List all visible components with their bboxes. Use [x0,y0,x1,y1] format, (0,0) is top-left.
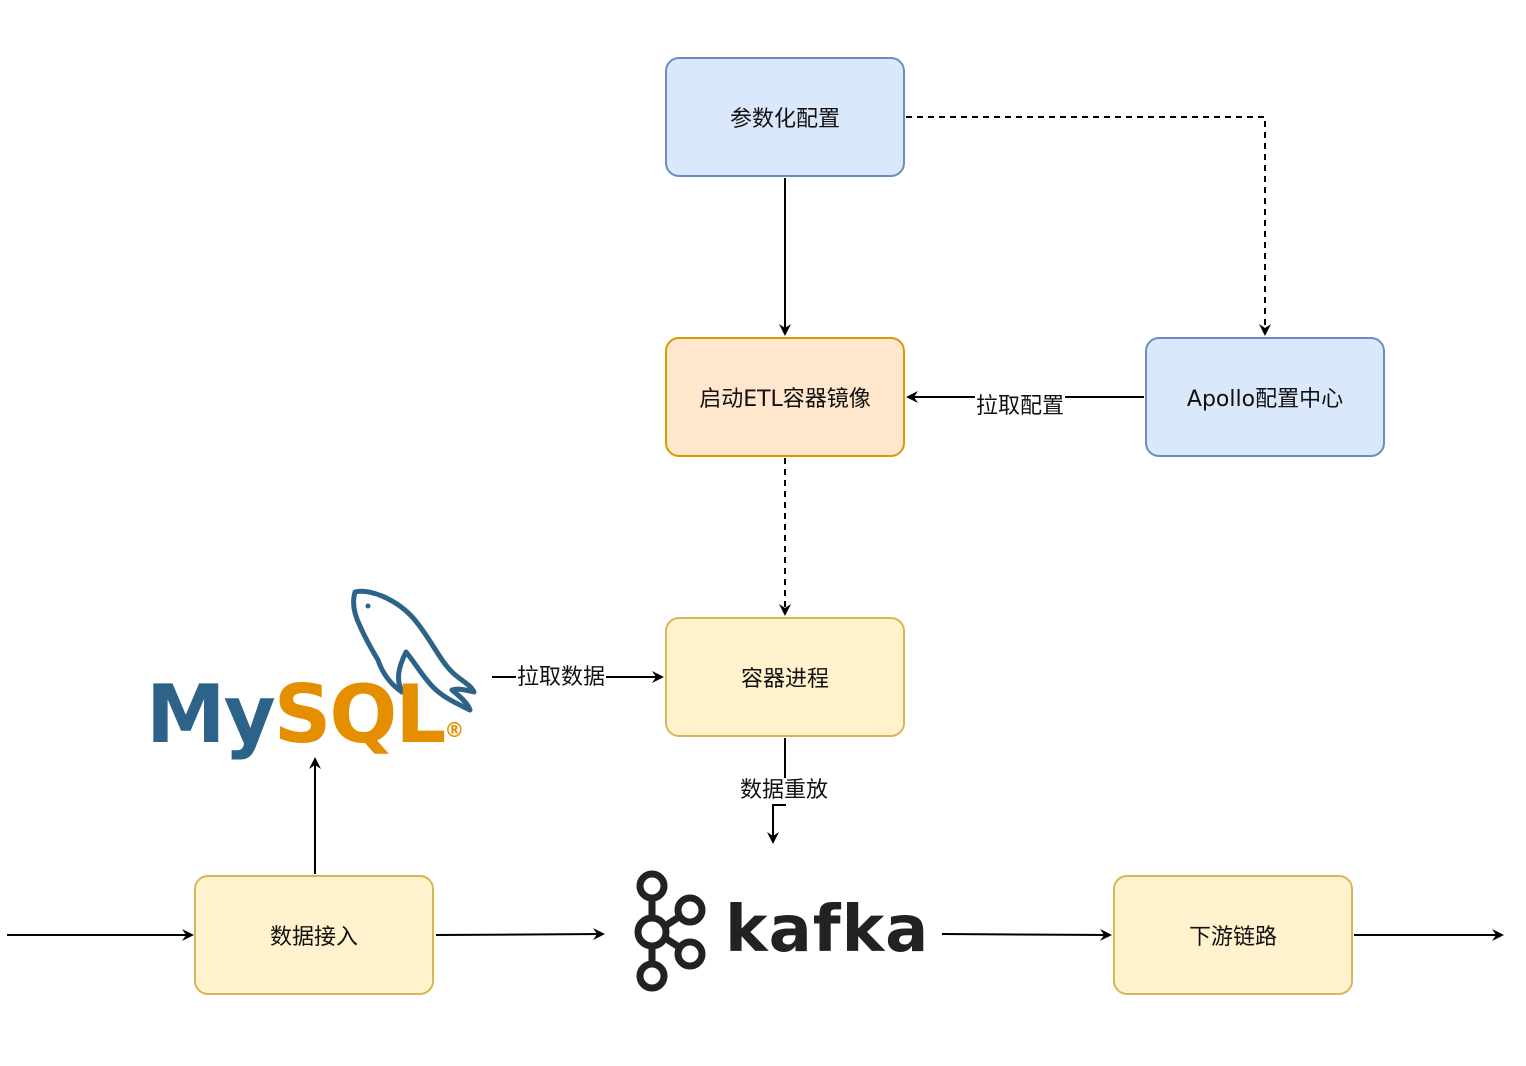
edge-param-to-apollo [906,116,1271,336]
kafka-logo-text: kafka [725,893,930,967]
mysql-logo-my: My [146,668,276,761]
node-start-etl-label: 启动ETL容器镜像 [699,387,871,412]
mysql-logo-registered: ® [444,718,464,742]
node-downstream[interactable]: 下游链路 [1113,875,1353,995]
node-apollo[interactable]: Apollo配置中心 [1145,337,1385,457]
node-container-process[interactable]: 容器进程 [665,617,905,737]
edge-kafka-to-downstream [941,928,1112,941]
node-param-config-label: 参数化配置 [729,107,840,132]
node-container-process-label: 容器进程 [740,667,829,692]
node-apollo-label: Apollo配置中心 [1186,387,1344,412]
edge-label-pull-data: 拉取数据 [516,665,607,691]
node-downstream-label: 下游链路 [1188,925,1277,950]
kafka-nodes-icon [634,870,706,992]
edge-process-to-kafka [767,738,786,844]
node-data-ingest-label: 数据接入 [269,925,358,950]
mysql-logo: MySQL® [140,580,490,760]
mysql-dolphin-icon [351,588,477,713]
node-data-ingest[interactable]: 数据接入 [194,875,434,995]
node-param-config[interactable]: 参数化配置 [665,57,905,177]
edge-label-data-replay: 数据重放 [739,778,830,804]
node-start-etl[interactable]: 启动ETL容器镜像 [665,337,905,457]
edge-ingest-to-kafka [435,928,605,941]
edge-label-pull-config: 拉取配置 [975,394,1066,420]
kafka-logo: kafka [630,866,928,996]
mysql-logo-sql: SQL [273,668,447,761]
